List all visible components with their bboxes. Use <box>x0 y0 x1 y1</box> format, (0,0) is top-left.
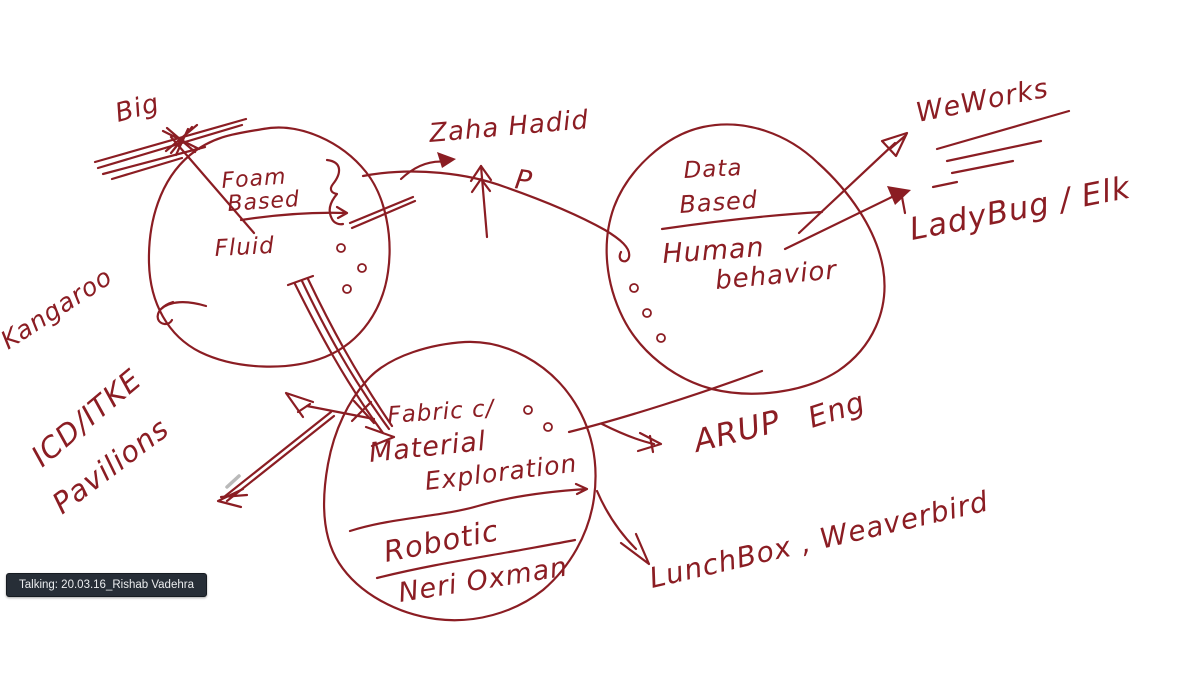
arrowhead <box>216 487 249 509</box>
hollow-arrow <box>284 391 376 425</box>
bridge-top-tick <box>286 274 315 287</box>
weworks-underlines <box>931 109 1071 189</box>
dot-circle <box>543 422 553 432</box>
arrowhead-open <box>880 131 909 158</box>
label-kangaroo: Kangaroo <box>0 262 118 355</box>
arrow-shaft <box>797 141 897 235</box>
scribble-knot <box>161 123 201 157</box>
material-header: Fabric c/ <box>387 395 497 428</box>
arup-connector <box>567 369 764 454</box>
label-lunchbox-weaverbird: LunchBox , Weaverbird <box>646 485 992 595</box>
foam-underline <box>239 205 349 222</box>
data-title-line1: Data <box>683 155 743 184</box>
robotic-underline <box>375 538 577 580</box>
scribble-line <box>110 156 184 181</box>
bridge-stroke <box>306 277 394 428</box>
arrow-shaft <box>783 193 898 251</box>
dot-circle <box>642 308 652 318</box>
foam-title-line1: Foam <box>221 165 288 194</box>
bridge-stroke <box>293 282 385 435</box>
dot-circle <box>336 243 346 253</box>
label-eng: Eng <box>804 384 870 434</box>
dot-circle <box>629 283 639 293</box>
foam-title-line2: Based <box>227 187 301 217</box>
arrow-shaft <box>600 422 656 446</box>
arrow-shaft <box>595 489 638 551</box>
bubble-data-human-outline <box>605 123 886 395</box>
arrowhead-tail <box>900 195 907 215</box>
label-weworks: WeWorks <box>913 73 1051 129</box>
up-arrow-shaft <box>479 164 489 239</box>
weworks-arrow <box>797 131 909 235</box>
scribble-line <box>93 117 248 164</box>
big-scribble <box>93 117 256 235</box>
data-based-underline <box>660 210 824 231</box>
label-ladybug-elk: LadyBug / Elk <box>907 170 1134 248</box>
dot-circle <box>656 333 666 343</box>
x-mark <box>350 399 376 425</box>
data-body-line1: Human <box>661 232 765 270</box>
arrow-shaft <box>225 414 336 503</box>
connector-line <box>567 369 764 434</box>
label-big: Big <box>112 88 163 129</box>
curved-arrow-shaft <box>399 160 449 181</box>
label-p-note: P <box>513 164 534 197</box>
big-leader-line <box>169 135 256 235</box>
arrowhead-open <box>284 391 315 419</box>
underline <box>945 139 1043 163</box>
scribble-line <box>101 145 207 176</box>
double-line-exit <box>348 195 417 230</box>
arrow-shaft <box>305 404 376 421</box>
label-zaha-hadid: Zaha Hadid <box>427 105 590 149</box>
arc-foam-to-data <box>361 170 631 263</box>
bridge-stroke <box>300 279 391 431</box>
bridge-arrowhead <box>364 425 396 448</box>
data-title-line2: Based <box>678 186 758 219</box>
lunchbox-arrow <box>595 489 651 566</box>
curly-brace <box>325 158 345 226</box>
dot-circle <box>342 284 352 294</box>
arrowhead-open <box>619 532 651 566</box>
ladybug-arrow <box>783 186 911 251</box>
bridge-arrow <box>286 274 396 448</box>
underline <box>950 159 1015 175</box>
exploration-underline <box>348 482 589 533</box>
arrowhead <box>636 431 663 454</box>
curved-arrowhead <box>437 152 456 168</box>
up-arrowhead <box>469 164 493 194</box>
material-line4: Robotic <box>381 513 502 569</box>
dot-circle <box>357 263 367 273</box>
bubble-material-outline <box>323 340 597 622</box>
label-arup: ARUP <box>688 404 784 461</box>
foam-body: Fluid <box>214 233 275 262</box>
underline <box>935 109 1071 151</box>
arrowhead <box>887 186 911 205</box>
kangaroo-hook <box>156 300 208 326</box>
dot-circle <box>523 405 533 415</box>
underline-dash <box>931 180 959 189</box>
zaha-arrows <box>399 152 493 239</box>
pencil-mark <box>225 474 241 489</box>
pavilions-arrow <box>216 410 336 509</box>
arrow-shaft <box>222 410 333 499</box>
session-status-chip: Talking: 20.03.16_Rishab Vadehra <box>6 573 207 597</box>
